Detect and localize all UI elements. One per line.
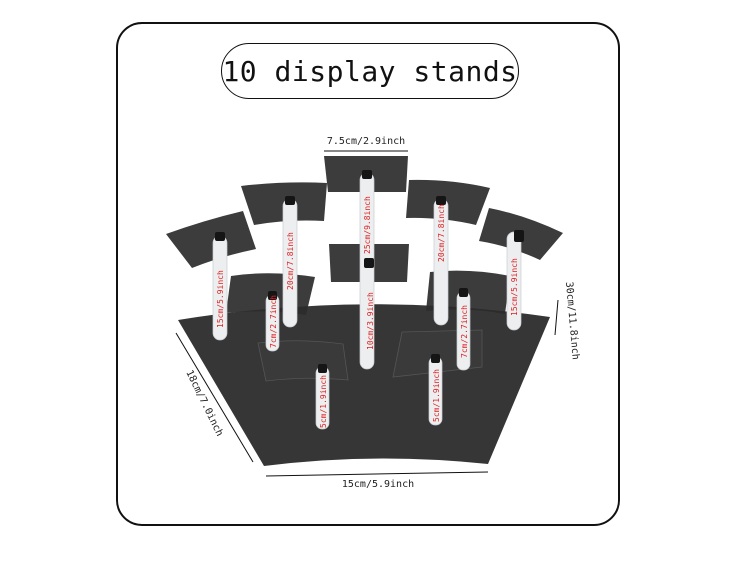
rod-label-10: 5cm/1.9inch	[432, 369, 441, 422]
rod-label-2: 20cm/7.8inch	[286, 232, 295, 290]
rod-label-4: 20cm/7.8inch	[437, 204, 446, 262]
plate-far-left	[166, 211, 256, 268]
rod-label-6: 7cm/2.7inch	[269, 295, 278, 348]
rod-label-3: 25cm/9.8inch	[363, 196, 372, 254]
dim-base-width: 15cm/5.9inch	[342, 479, 414, 490]
dim-total-height: 30cm/11.8inch	[563, 281, 581, 360]
dim-line-depth	[175, 332, 254, 463]
dim-line-height	[554, 299, 559, 336]
rod-label-5: 15cm/5.9inch	[510, 258, 519, 316]
rod-label-7: 10cm/3.9inch	[366, 292, 375, 350]
rod-label-1: 15cm/5.9inch	[216, 270, 225, 328]
dim-top-width: 7.5cm/2.9inch	[327, 136, 405, 147]
plate-upper-right	[406, 179, 490, 225]
rod-label-9: 5cm/1.9inch	[319, 375, 328, 428]
rod-label-8: 7cm/2.7inch	[460, 305, 469, 358]
dim-line-base	[265, 471, 489, 477]
title-banner: 10 display stands	[221, 43, 519, 99]
